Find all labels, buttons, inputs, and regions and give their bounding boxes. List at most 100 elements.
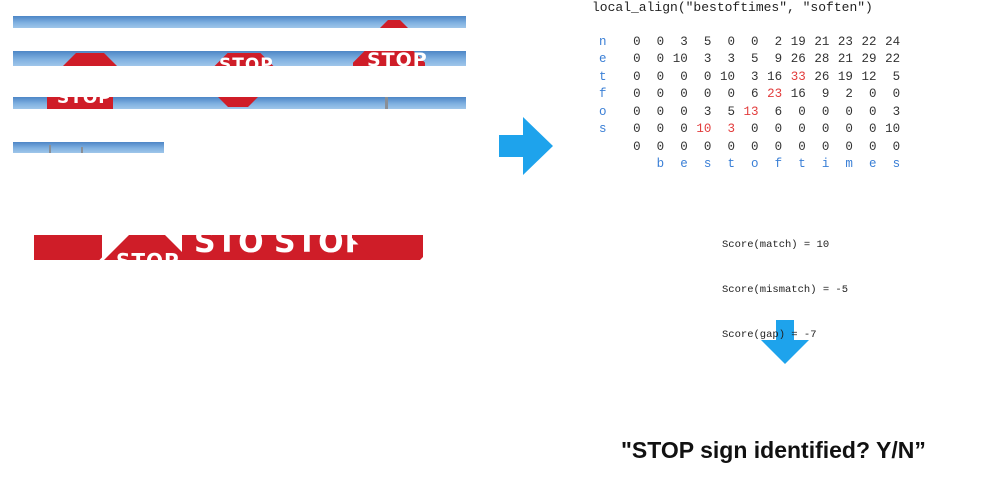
arrow-right-icon [499, 117, 553, 175]
matrix-cell: 0 [680, 69, 688, 84]
matrix-cell: 0 [869, 122, 877, 137]
matrix-cell: 0 [821, 139, 830, 154]
matrix-cell: 0 [845, 122, 853, 137]
matrix-cell: 0 [869, 87, 877, 102]
matrix-cell: 2 [774, 34, 783, 49]
matrix-cell: 0 [751, 139, 759, 154]
matrix-row-label: e [599, 52, 607, 67]
matrix-cell: 0 [680, 139, 688, 154]
matrix-column-label: e [680, 157, 688, 172]
matrix-cell: 0 [680, 87, 688, 102]
matrix-cell: 0 [727, 139, 735, 154]
stop-sign-fragment [379, 20, 409, 28]
matrix-cell: 3 [703, 52, 712, 67]
image-strip-2: STOP STOP [13, 51, 466, 66]
matrix-cell: 23 [837, 34, 853, 49]
matrix-cell: 10 [672, 52, 688, 67]
matrix-cell: 24 [885, 34, 901, 49]
matrix-cell: 0 [845, 104, 853, 119]
stop-sign-text: STOP [367, 51, 428, 66]
matrix-cell: 0 [703, 87, 712, 102]
matrix-cell: 9 [774, 52, 783, 67]
matrix-cell: 0 [656, 139, 665, 154]
matrix-cell: 0 [892, 87, 901, 102]
matrix-cell: 0 [727, 87, 735, 102]
matrix-cell: 3 [751, 69, 759, 84]
matrix-cell: 0 [798, 122, 806, 137]
stop-sign-fragment [353, 51, 425, 66]
stop-signs-fragment-strip: STOP STOP STOP [34, 235, 423, 260]
matrix-column-label: b [656, 157, 665, 172]
stop-sign-text: STOP [219, 55, 274, 66]
matrix-column-label: m [845, 157, 853, 172]
matrix-cell: 10 [885, 122, 901, 137]
matrix-row-label: t [599, 69, 607, 84]
matrix-cell: 5 [727, 104, 735, 119]
arrow-down-icon [761, 320, 809, 364]
matrix-cell: 0 [633, 34, 641, 49]
stop-sign-fragment [47, 97, 113, 109]
matrix-cell: 3 [892, 104, 901, 119]
matrix-cell: 0 [633, 104, 641, 119]
matrix-cell: 0 [633, 52, 641, 67]
image-strip-1 [13, 16, 466, 28]
matrix-cell: 26 [814, 69, 830, 84]
matrix-row-label: o [599, 104, 607, 119]
matrix-cell: 0 [821, 122, 830, 137]
matrix-column-label: f [774, 157, 783, 172]
matrix-cell: 3 [680, 34, 688, 49]
matrix-cell: 19 [790, 34, 806, 49]
image-strip-4 [13, 142, 164, 153]
matrix-cell: 0 [656, 34, 665, 49]
matrix-cell: 29 [861, 52, 877, 67]
score-match: Score(match) = 10 [722, 239, 830, 251]
matrix-cell: 12 [861, 69, 877, 84]
matrix-cell: 0 [656, 122, 665, 137]
matrix-cell: 0 [656, 104, 665, 119]
matrix-cell: 0 [892, 139, 901, 154]
matrix-cell: 3 [727, 122, 735, 137]
matrix-cell: 0 [703, 139, 712, 154]
image-strip-3: STOP [13, 97, 466, 109]
matrix-cell: 0 [656, 69, 665, 84]
matrix-cell: 26 [790, 52, 806, 67]
function-call: local_align("bestoftimes", "soften") [592, 0, 873, 15]
matrix-cell: 0 [633, 139, 641, 154]
matrix-cell: 21 [837, 52, 853, 67]
matrix-cell: 0 [633, 69, 641, 84]
matrix-cell: 5 [892, 69, 901, 84]
matrix-cell: 2 [845, 87, 853, 102]
matrix-row-label: s [599, 122, 607, 137]
matrix-cell: 0 [751, 122, 759, 137]
matrix-cell: 23 [767, 87, 783, 102]
matrix-column-label: i [821, 157, 830, 172]
matrix-cell: 0 [798, 139, 806, 154]
matrix-cell: 6 [751, 87, 759, 102]
matrix-cell: 0 [869, 104, 877, 119]
matrix-cell: 0 [727, 34, 735, 49]
matrix-cell: 0 [680, 104, 688, 119]
matrix-cell: 5 [751, 52, 759, 67]
matrix-cell: 22 [861, 34, 877, 49]
matrix-cell: 22 [885, 52, 901, 67]
matrix-cell: 0 [869, 139, 877, 154]
pole [49, 145, 51, 153]
matrix-cell: 0 [751, 34, 759, 49]
matrix-column-label: s [892, 157, 901, 172]
matrix-column-label: t [727, 157, 735, 172]
score-definitions: Score(match) = 10 Score(mismatch) = -5 S… [722, 208, 848, 358]
matrix-row-label: f [599, 87, 607, 102]
matrix-cell: 21 [814, 34, 830, 49]
matrix-cell: 0 [703, 69, 712, 84]
matrix-cell: 16 [790, 87, 806, 102]
matrix-cell: 3 [727, 52, 735, 67]
stop-sign-text: STOP [57, 97, 112, 108]
matrix-cell: 0 [845, 139, 853, 154]
score-mismatch: Score(mismatch) = -5 [722, 284, 849, 296]
